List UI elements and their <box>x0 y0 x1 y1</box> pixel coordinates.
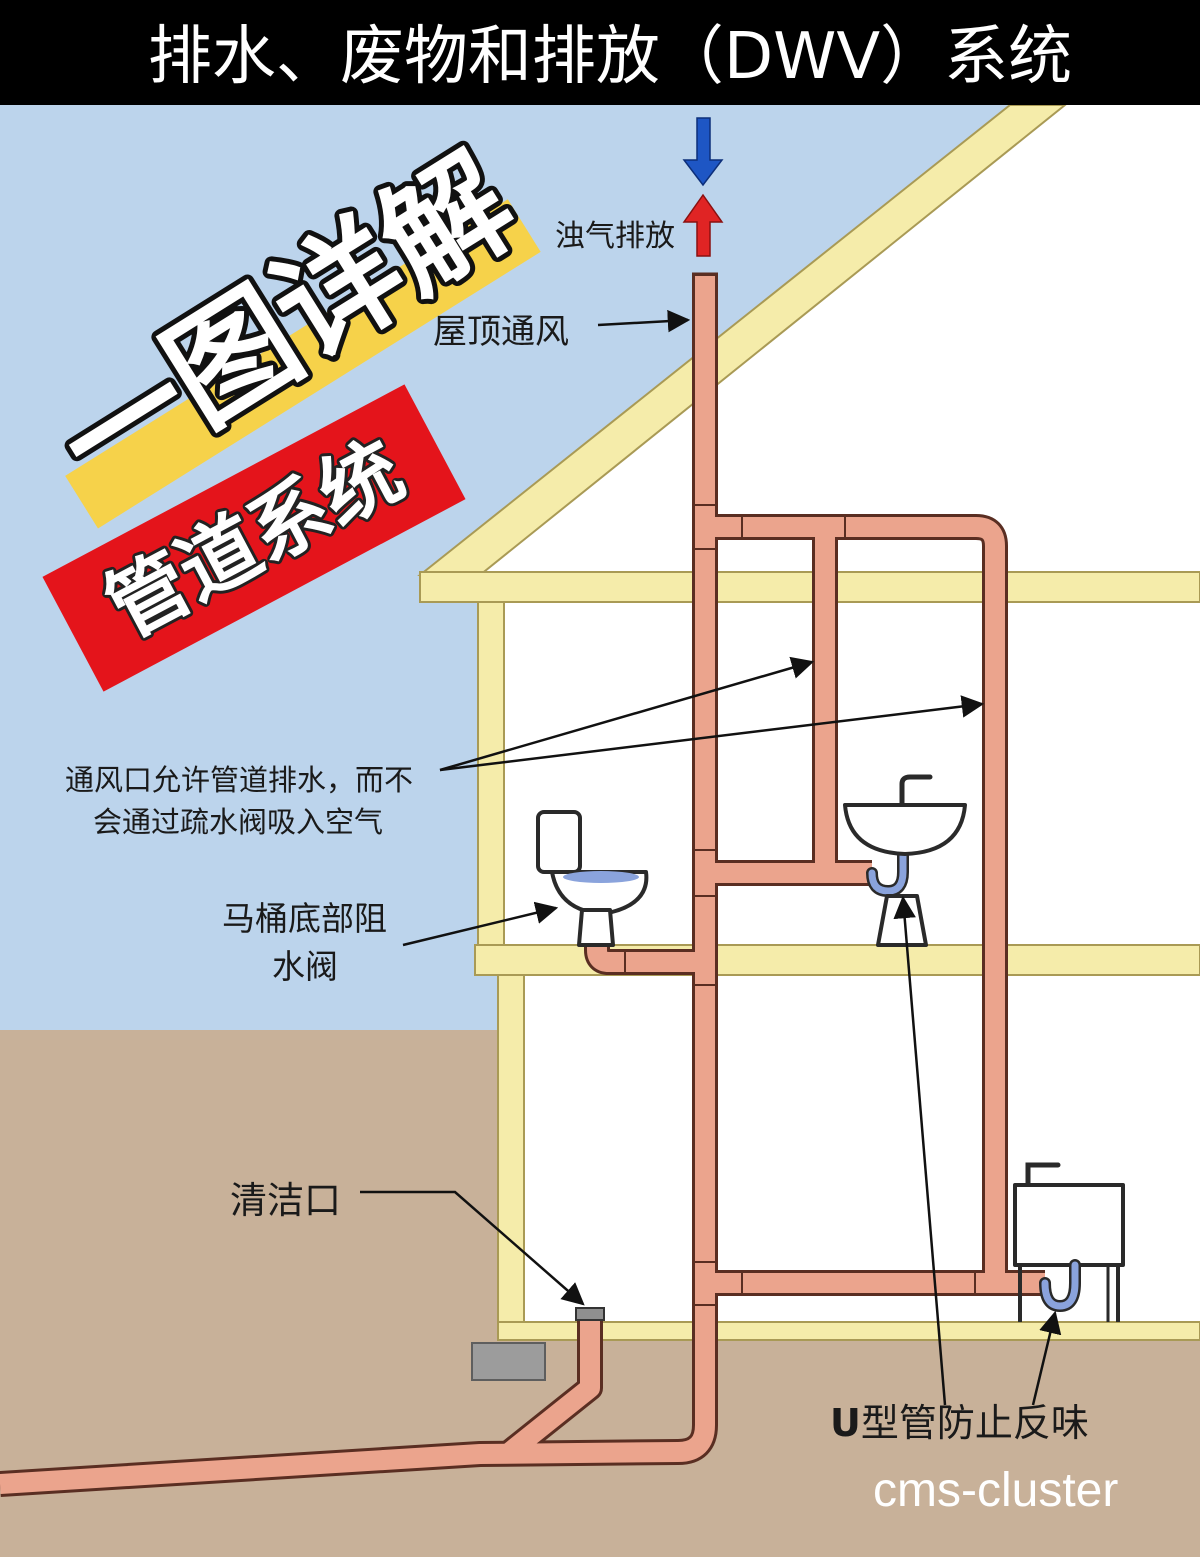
sink-u-trap <box>868 848 907 895</box>
cleanout-pipe <box>503 1321 600 1460</box>
utility-faucet <box>1025 1162 1061 1188</box>
arrow-up-icon <box>682 193 724 257</box>
arrow-down-icon <box>682 117 724 187</box>
u-trap-letter: U <box>830 1401 861 1445</box>
utility-sink <box>1013 1162 1125 1322</box>
vent-note-leader-1 <box>439 656 815 772</box>
house-frame <box>417 104 1200 1341</box>
upper-left-wall <box>477 601 505 946</box>
pipe-fill-layer <box>0 276 1045 1494</box>
sink-basin <box>843 803 967 856</box>
page-title: 排水、废物和排放（DWV）系统 <box>148 20 1072 94</box>
top-branch-pipe <box>705 517 1005 1283</box>
sink-pedestal <box>876 894 928 947</box>
u-trap-text: 型管防止反味 <box>861 1401 1089 1445</box>
toilet <box>536 810 649 947</box>
utility-u-trap <box>1041 1261 1079 1310</box>
toilet-trap-leader <box>402 901 559 947</box>
u-trap-leader-2 <box>1031 1310 1062 1406</box>
pipe-joints <box>624 504 976 1306</box>
vent-note-line-2: 会通过疏水阀吸入空气 <box>93 805 383 839</box>
ceiling-joist <box>419 571 1200 603</box>
exhaust-label: 浊气排放 <box>555 219 675 254</box>
toilet-water <box>563 871 639 883</box>
cleanout-label: 清洁口 <box>230 1179 341 1222</box>
toilet-drain-pipe <box>587 933 705 972</box>
roof-vent-leader <box>597 309 691 333</box>
vent-note-line-1: 通风口允许管道排水，而不 <box>65 763 413 797</box>
utility-sink-basin <box>1013 1183 1125 1267</box>
roof-vent-label: 屋顶通风 <box>433 312 569 352</box>
u-trap-leader-1 <box>893 895 947 1406</box>
cleanout-cap <box>575 1307 605 1321</box>
cleanout-leader <box>360 1190 585 1306</box>
toilet-tank <box>536 810 582 874</box>
title-banner <box>0 0 1200 105</box>
lower-left-wall <box>497 974 525 1326</box>
watermark: cms-cluster <box>873 1464 1118 1517</box>
headline-highlight <box>65 199 541 529</box>
toilet-trap-line-1: 马桶底部阻 <box>222 899 387 938</box>
attic-interior <box>480 105 1200 575</box>
vent-note-leader-2 <box>439 695 985 772</box>
toilet-base <box>577 908 615 947</box>
second-floor <box>474 944 1200 976</box>
bathroom-sink <box>843 774 967 947</box>
lower-floor-interior <box>498 945 1200 1325</box>
ground-floor <box>497 1321 1200 1341</box>
sink-faucet <box>899 774 933 808</box>
foundation-block <box>471 1342 546 1381</box>
toilet-trap-line-2: 水阀 <box>272 947 338 986</box>
u-trap-label: U型管防止反味 <box>830 1401 1089 1445</box>
main-stack <box>0 276 715 1494</box>
annotation-lines <box>360 309 1062 1406</box>
subject-badge-bg <box>42 384 466 692</box>
